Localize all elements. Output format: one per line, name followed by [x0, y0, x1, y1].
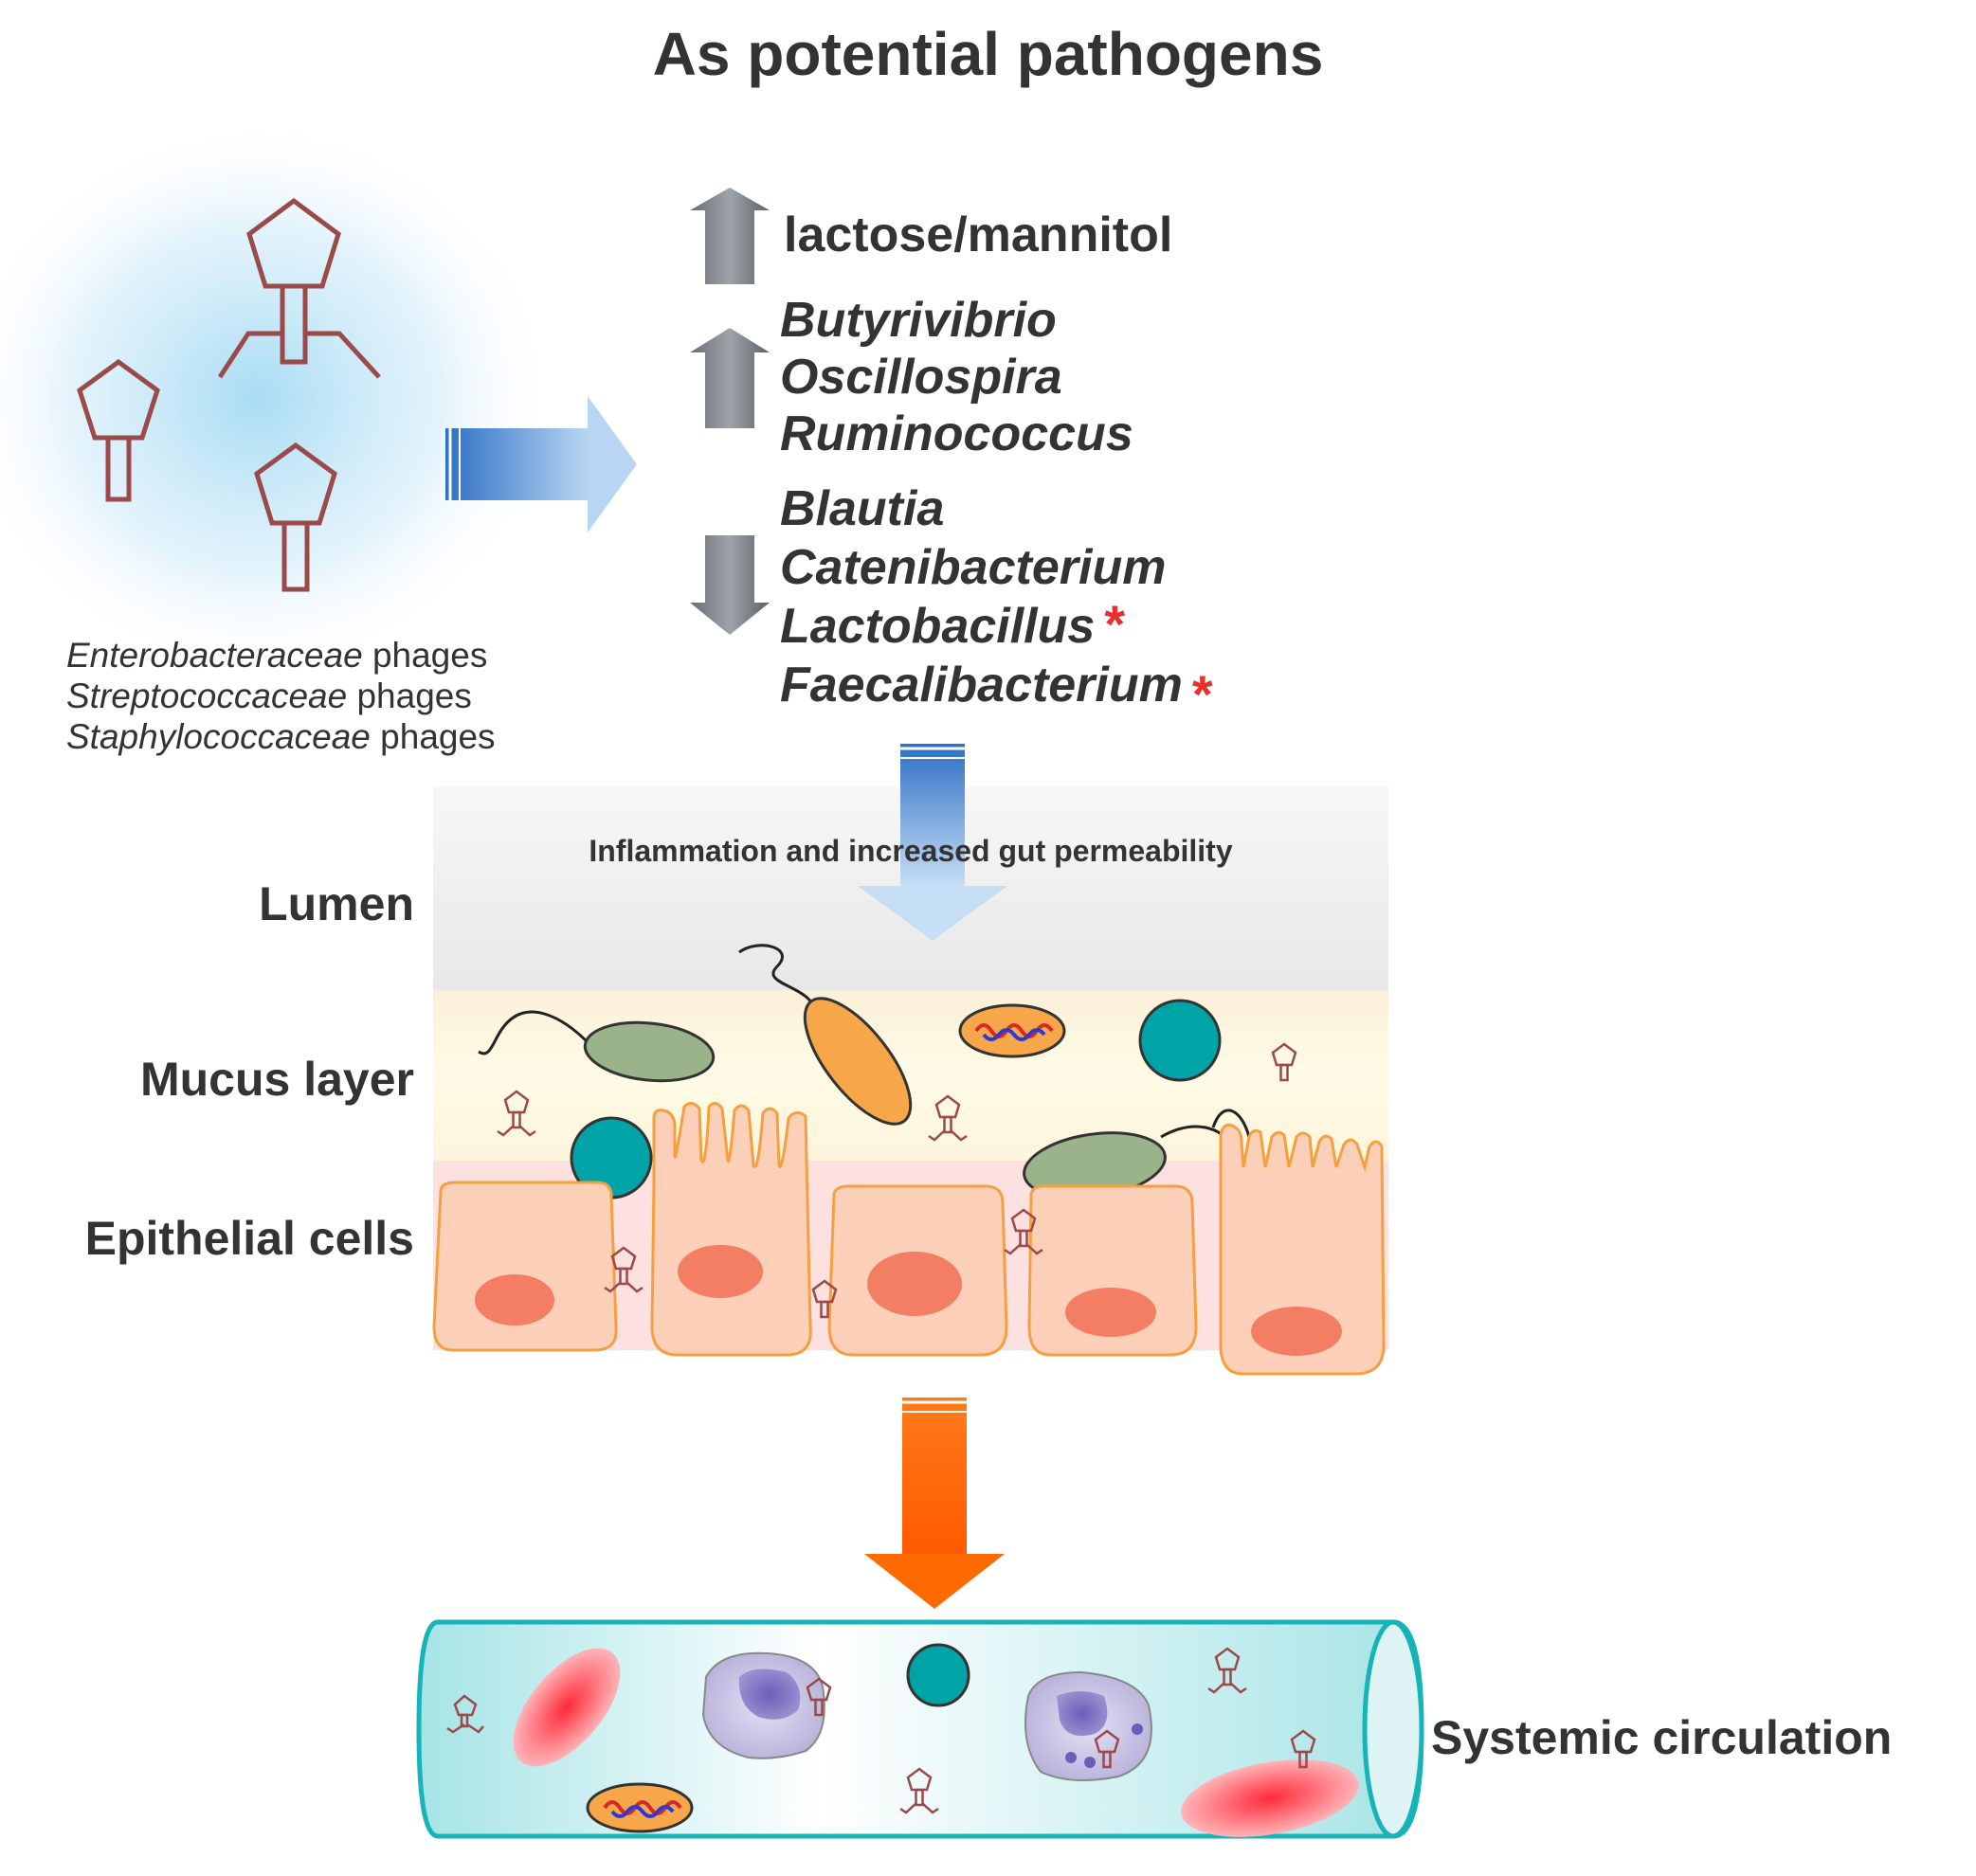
orange-arrow-down-icon [864, 1398, 1005, 1609]
phage-center-icon [254, 442, 337, 592]
systemic-circulation-label: Systemic circulation [1431, 1711, 1893, 1764]
epithelial-cells-label: Epithelial cells [84, 1212, 414, 1265]
orange-bacterium-dna-icon [958, 1003, 1066, 1058]
lumen-label: Lumen [259, 877, 414, 930]
mucus-region [433, 990, 1388, 1161]
taxon-decreased-2: Catenibacterium [780, 540, 1167, 595]
teal-bacterium-1-icon [1138, 999, 1222, 1082]
phage-glow [0, 114, 559, 682]
gray-arrow-up-taxa-icon [690, 328, 770, 428]
taxon-increased-1: Butyrivibrio [780, 293, 1057, 348]
taxon-decreased-1: Blautia [780, 481, 945, 536]
phage-large-icon [217, 197, 381, 379]
taxon-decreased-3: Lactobacillus* [780, 594, 1126, 655]
gray-arrow-up-metabolite-icon [690, 188, 770, 284]
phage-family-3: Staphylococcaceae phages [66, 717, 496, 756]
significance-star-icon: * [1191, 664, 1213, 724]
inflammation-label: Inflammation and increased gut permeabil… [589, 834, 1233, 868]
metabolite-increase-label: lactose/mannitol [784, 207, 1173, 262]
green-bacterium-2-icon [1023, 1109, 1255, 1200]
epithelial-cell-2 [650, 1102, 812, 1357]
leukocyte-2-icon [1024, 1670, 1152, 1781]
decreased-taxa-list: Blautia Catenibacterium Lactobacillus* F… [780, 478, 1213, 724]
red-blood-cell-2-icon [1181, 1759, 1359, 1837]
phage-family-list: Enterobacteraceae phages Streptococcacea… [66, 635, 496, 757]
orange-bacterium-icon [738, 944, 913, 1126]
taxon-increased-3: Ruminococcus [780, 406, 1133, 461]
vessel-orange-bacterium-dna-icon [586, 1782, 694, 1833]
leukocyte-1-icon [701, 1651, 825, 1759]
diagram-title: As potential pathogens [652, 20, 1324, 88]
phage-left-icon [77, 358, 160, 502]
red-blood-cell-1-icon [513, 1648, 621, 1767]
phage-family-2: Streptococcaceae phages [66, 676, 472, 715]
epithelial-cell-1 [432, 1181, 618, 1352]
epithelial-cell-4 [1027, 1184, 1198, 1357]
blue-arrow-right-icon [445, 396, 637, 532]
vessel-teal-bacterium-icon [906, 1643, 970, 1707]
significance-star-icon: * [1104, 594, 1126, 654]
green-bacterium-1-icon [478, 1010, 716, 1083]
taxon-decreased-4: Faecalibacterium* [780, 658, 1213, 724]
epithelial-cell-3 [827, 1184, 1008, 1357]
blood-vessel [416, 1619, 1424, 1839]
increased-taxa-list: Butyrivibrio Oscillospira Ruminococcus [780, 292, 1133, 462]
mucus-layer-label: Mucus layer [139, 1053, 414, 1106]
phage-family-1: Enterobacteraceae phages [66, 636, 488, 675]
taxon-increased-2: Oscillospira [780, 350, 1062, 405]
gray-arrow-down-taxa-icon [690, 535, 770, 635]
vessel-phage-small-icon [446, 1694, 484, 1734]
blue-arrow-down-icon [858, 744, 1007, 941]
epithelial-cell-5 [1219, 1124, 1386, 1376]
